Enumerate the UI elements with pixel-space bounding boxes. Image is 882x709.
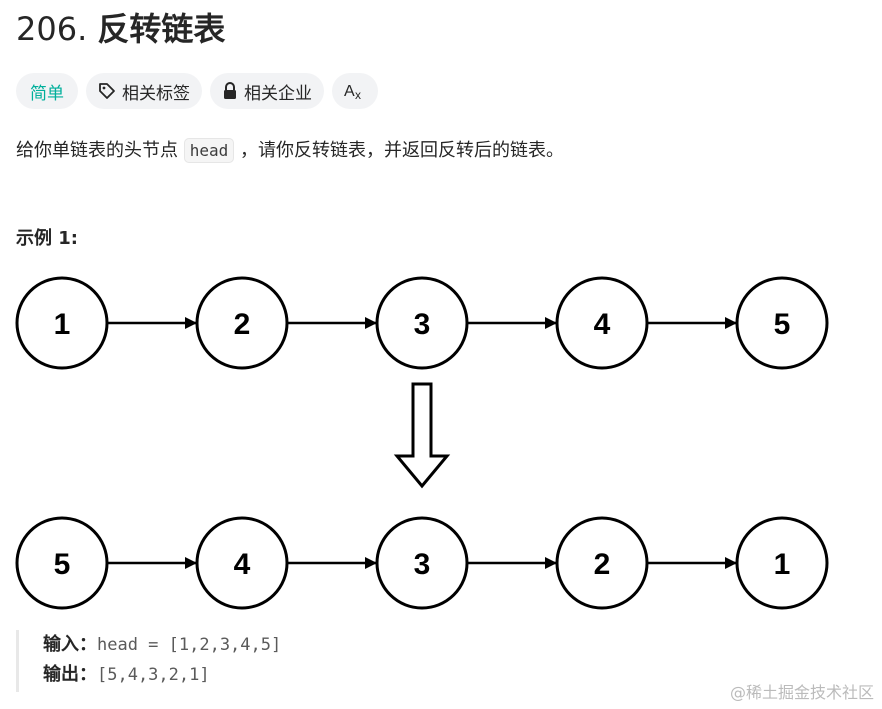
description-text-end: ，请你反转链表，并返回反转后的链表。 (234, 140, 564, 161)
original-node-circle (735, 276, 829, 370)
difficulty-label: 简单 (30, 83, 64, 104)
original-list: 1 2 3 4 5 (15, 276, 829, 370)
input-label: 输入： (43, 634, 97, 655)
problem-description: 给你单链表的头节点 head ，请你反转链表，并返回反转后的链表。 (16, 136, 564, 166)
reversed-node-value: 2 (594, 548, 611, 581)
reversed-node-value: 4 (234, 548, 251, 581)
linked-list-diagram: 1 2 3 4 5 5 4 3 2 1 (15, 276, 829, 610)
related-companies-label: 相关企业 (244, 83, 312, 104)
output-line: 输出：[5,4,3,2,1] (43, 660, 436, 690)
reversed-node-circle (735, 516, 829, 610)
related-tags-button[interactable]: 相关标签 (86, 73, 202, 109)
reversed-list: 5 4 3 2 1 (15, 516, 829, 610)
input-value: head = [1,2,3,4,5] (97, 635, 282, 655)
original-node-value: 4 (594, 308, 611, 341)
problem-title: 206. 反转链表 (16, 8, 225, 50)
output-value: [5,4,3,2,1] (97, 665, 210, 685)
output-label: 输出： (43, 664, 97, 685)
watermark: @稀土掘金技术社区 (729, 683, 874, 702)
translate-icon: A x (344, 81, 366, 101)
original-node-value: 1 (54, 308, 71, 341)
example-io-block: 输入：head = [1,2,3,4,5] 输出：[5,4,3,2,1] (16, 630, 436, 692)
original-node-value: 5 (774, 308, 791, 341)
reversed-node-value: 3 (414, 548, 431, 581)
translate-button[interactable]: A x (332, 73, 378, 109)
input-line: 输入：head = [1,2,3,4,5] (43, 630, 436, 660)
problem-number: 206. (16, 10, 88, 48)
problem-name: 反转链表 (97, 10, 226, 48)
reversed-node-value: 1 (774, 548, 791, 581)
original-node-value: 2 (234, 308, 251, 341)
example-title: 示例 1: (16, 228, 78, 249)
reversed-node-value: 5 (54, 548, 71, 581)
svg-text:x: x (355, 88, 361, 101)
related-tags-label: 相关标签 (122, 83, 190, 104)
related-companies-button[interactable]: 相关企业 (210, 73, 324, 109)
svg-text:A: A (344, 83, 355, 100)
down-arrow-icon (393, 382, 451, 489)
tag-bar: 简单 相关标签 相关企业 A x (16, 73, 378, 109)
difficulty-badge[interactable]: 简单 (16, 73, 78, 109)
description-text-start: 给你单链表的头节点 (16, 140, 184, 161)
inline-code-head: head (183, 138, 235, 163)
lock-icon (222, 82, 238, 100)
tag-icon (98, 82, 116, 100)
original-node-value: 3 (414, 308, 431, 341)
